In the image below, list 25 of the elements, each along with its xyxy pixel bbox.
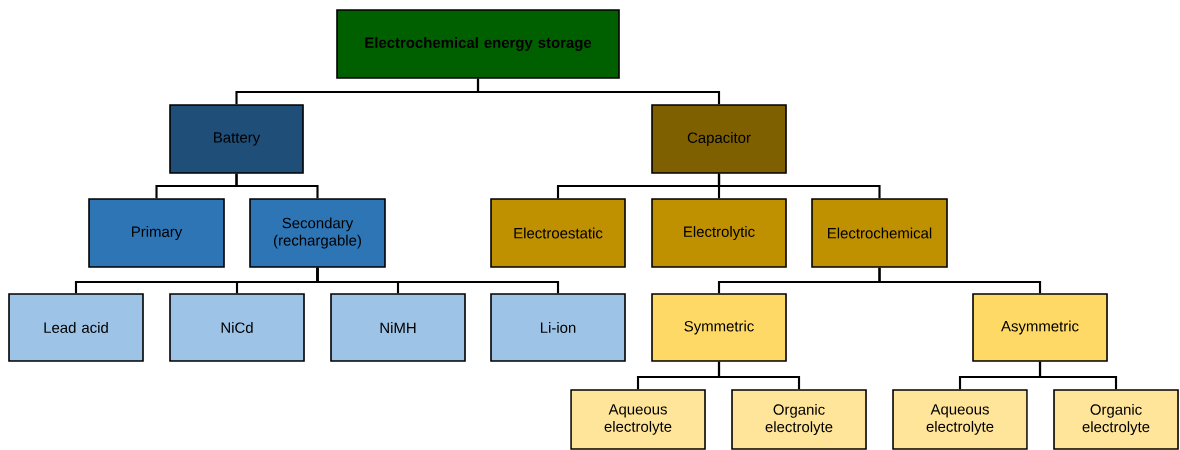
category-box: Organic electrolyte — [1053, 389, 1179, 450]
category-box: Electroestatic — [490, 198, 626, 268]
category-box: NiMH — [330, 293, 466, 362]
category-box: Li-ion — [490, 293, 626, 362]
category-box: Aqueous electrolyte — [570, 389, 706, 450]
category-box: Electrochemical energy storage — [336, 9, 620, 79]
connector-line — [235, 173, 319, 199]
category-box: Symmetric — [651, 293, 787, 362]
connector-line — [316, 267, 560, 294]
category-box: Organic electrolyte — [731, 389, 867, 450]
category-box: NiCd — [169, 293, 305, 362]
category-box: Aqueous electrolyte — [892, 389, 1028, 450]
category-box: Secondary (rechargable) — [249, 198, 386, 268]
category-box: Electrolytic — [651, 198, 787, 268]
category-box: Asymmetric — [972, 293, 1108, 362]
connector-line — [1038, 361, 1118, 390]
connector-line — [476, 78, 721, 105]
connector-line — [878, 267, 1042, 294]
connector-line — [717, 361, 801, 390]
category-box: Battery — [169, 104, 304, 174]
category-box: Primary — [88, 198, 225, 268]
connector-line — [717, 173, 881, 199]
category-box: Capacitor — [651, 104, 787, 174]
category-box: Lead acid — [8, 293, 144, 362]
category-box: Electrochemical — [811, 198, 948, 268]
